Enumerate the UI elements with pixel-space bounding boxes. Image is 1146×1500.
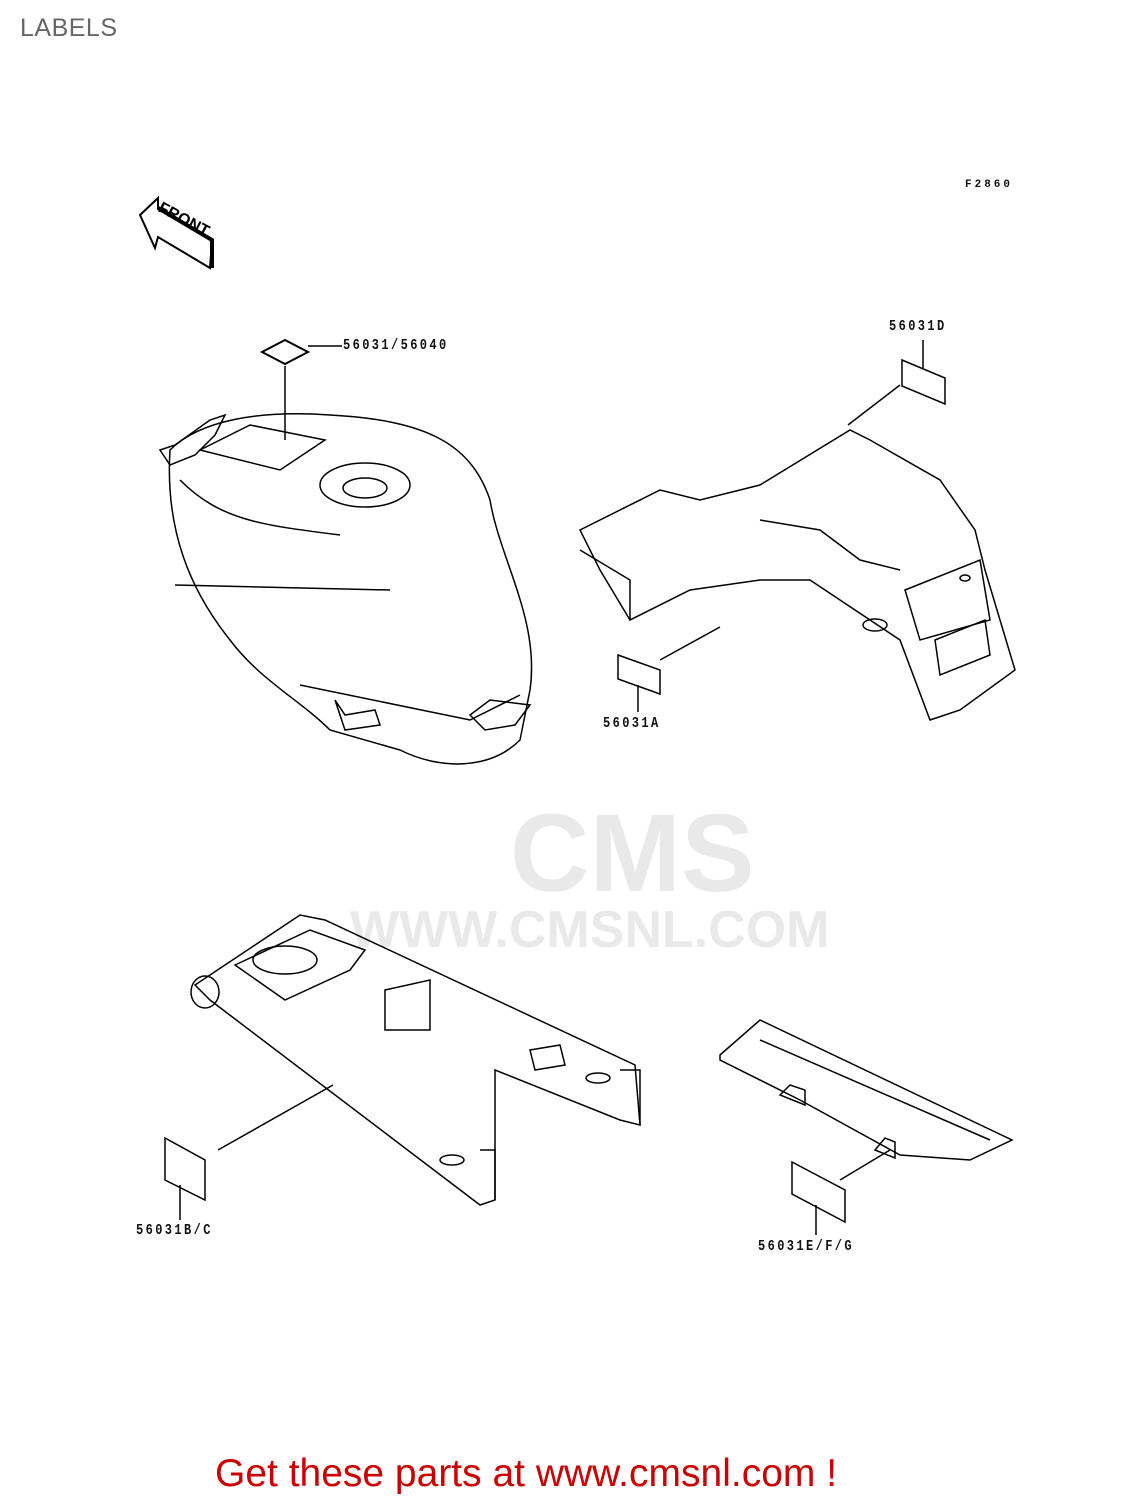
page-title: LABELS bbox=[20, 14, 118, 42]
callout-56031d: 56031D bbox=[889, 318, 947, 335]
chain-guard-drawing bbox=[719, 1019, 1014, 1161]
fuel-tank-drawing bbox=[158, 413, 533, 765]
front-arrow-icon: FRONT bbox=[138, 195, 214, 270]
callout-56031e-f-g: 56031E/F/G bbox=[758, 1238, 855, 1255]
watermark-logo: CMS bbox=[510, 792, 755, 915]
rear-fender-drawing bbox=[578, 429, 1016, 721]
watermark-url: WWW.CMSNL.COM bbox=[350, 901, 830, 959]
swingarm-drawing bbox=[190, 914, 641, 1206]
figure-code: F2860 bbox=[965, 179, 1014, 191]
footer-link[interactable]: Get these parts at www.cmsnl.com ! bbox=[215, 1452, 838, 1495]
callout-56031-56040: 56031/56040 bbox=[343, 337, 449, 354]
callout-56031b-c: 56031B/C bbox=[136, 1222, 213, 1239]
callout-56031a: 56031A bbox=[603, 715, 661, 732]
